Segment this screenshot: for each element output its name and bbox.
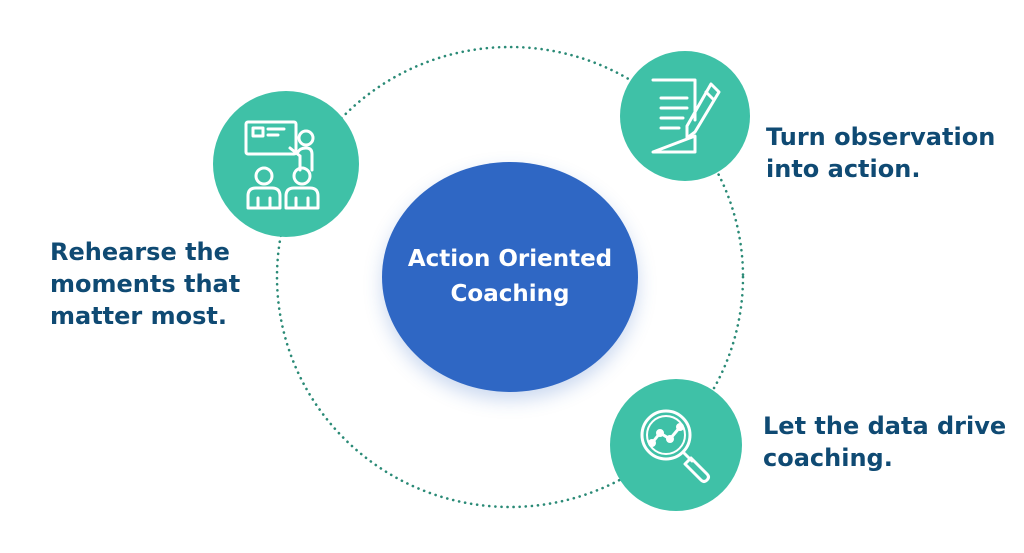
- observation-caption-line-2: into action.: [766, 155, 921, 183]
- rehearse-caption-line-2: moments that: [50, 270, 241, 298]
- coaching-circle: [213, 91, 359, 237]
- data-circle: [610, 379, 742, 511]
- data-caption-line-2: coaching.: [763, 444, 893, 472]
- data-caption-line-1: Let the data drive: [763, 412, 1007, 440]
- presentation-coaching-icon: [244, 120, 320, 210]
- center-title-line-1: Action Oriented: [407, 246, 613, 272]
- observation-caption: Turn observation into action.: [766, 121, 995, 185]
- center-circle: Action Oriented Coaching: [382, 162, 638, 392]
- rehearse-caption: Rehearse the moments that matter most.: [50, 236, 240, 332]
- data-caption: Let the data drive coaching.: [763, 410, 1006, 474]
- rehearse-caption-line-1: Rehearse the: [50, 238, 230, 266]
- rehearse-caption-line-3: matter most.: [50, 302, 227, 330]
- magnifier-chart-icon: [640, 409, 710, 483]
- document-pen-icon: [651, 78, 721, 154]
- center-title: Action Oriented Coaching: [395, 242, 625, 312]
- observation-circle: [620, 51, 750, 181]
- center-title-line-2: Coaching: [450, 281, 570, 307]
- observation-caption-line-1: Turn observation: [766, 123, 996, 151]
